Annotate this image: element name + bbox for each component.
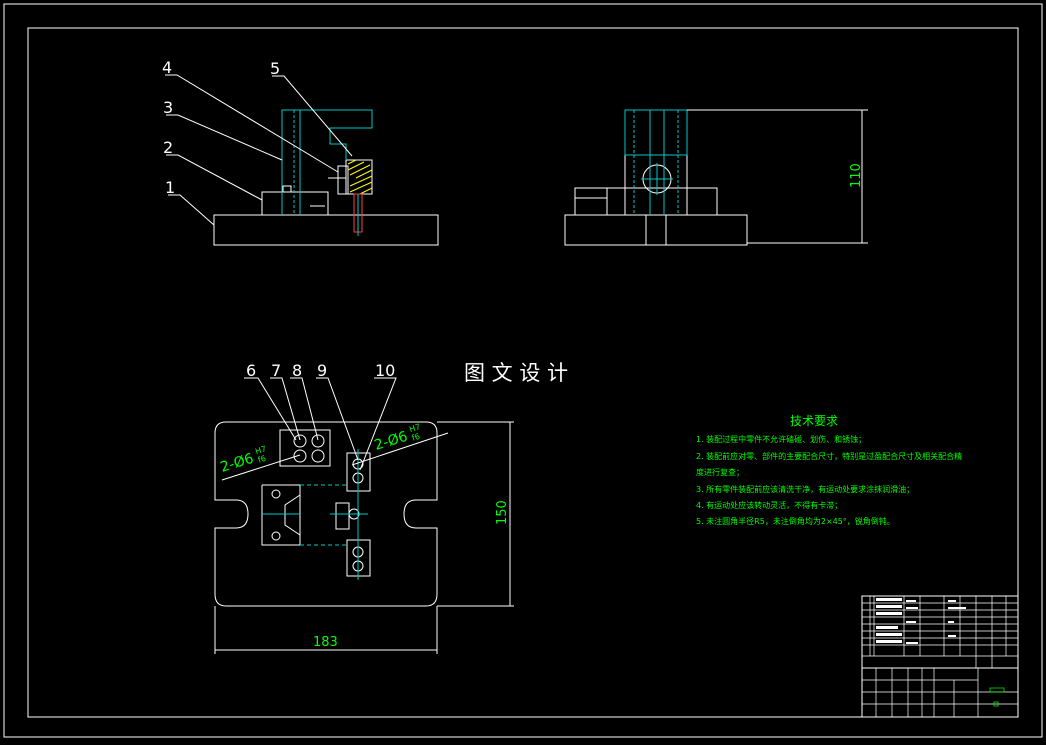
tech-requirements-title: 技术要求 [790,414,838,428]
tech-line-5: 4. 有运动处应该转动灵活，不得有卡滞； [696,500,842,510]
tech-line-6: 5. 未注圆角半径R5，未注倒角均为2×45°，锐角倒钝。 [696,516,895,526]
fit-callout-right: 2-Ø6 H7 f6 [372,422,421,454]
part-number-3: 3 [163,98,173,117]
watermark-text: 图 文 设 计 [464,361,568,385]
dimension-height-plan: 150 [495,500,510,525]
dimension-width-plan: 183 [313,635,338,650]
tech-line-2: 2. 装配前应对零、部件的主要配合尺寸，特别是过盈配合尺寸及相关配合精 [696,451,962,461]
part-number-7: 7 [271,361,281,380]
part-number-2: 2 [163,138,173,157]
svg-text:H7: H7 [254,444,267,456]
side-view [564,109,868,246]
part-number-1: 1 [165,178,175,197]
title-block [861,595,1019,718]
part-number-5: 5 [270,59,280,78]
outer-border [3,3,1043,738]
tech-line-3: 度进行复查； [696,467,744,477]
svg-text:f6: f6 [411,432,421,443]
part-number-6: 6 [246,361,256,380]
svg-text:H7: H7 [408,422,421,434]
tech-line-1: 1. 装配过程中零件不允许磕碰、划伤、和锈蚀； [696,434,866,444]
plan-view [214,377,514,654]
front-view [165,74,439,246]
svg-text:2-Ø6: 2-Ø6 [372,429,409,454]
tech-line-4: 3. 所有零件装配前应该清洗干净，有运动处要求涂抹润滑油； [696,484,914,494]
part-number-9: 9 [317,361,327,380]
svg-text:f6: f6 [257,454,267,465]
part-number-4: 4 [162,58,172,77]
part-number-10: 10 [375,361,395,380]
tech-requirements: 技术要求 1. 装配过程中零件不允许磕碰、划伤、和锈蚀； 2. 装配前应对零、部… [696,414,962,526]
dimension-height-side: 110 [849,163,864,188]
part-number-8: 8 [292,361,302,380]
inner-border [27,27,1019,718]
svg-text:2-Ø6: 2-Ø6 [218,451,255,476]
fit-callout-left: 2-Ø6 H7 f6 [218,444,267,476]
